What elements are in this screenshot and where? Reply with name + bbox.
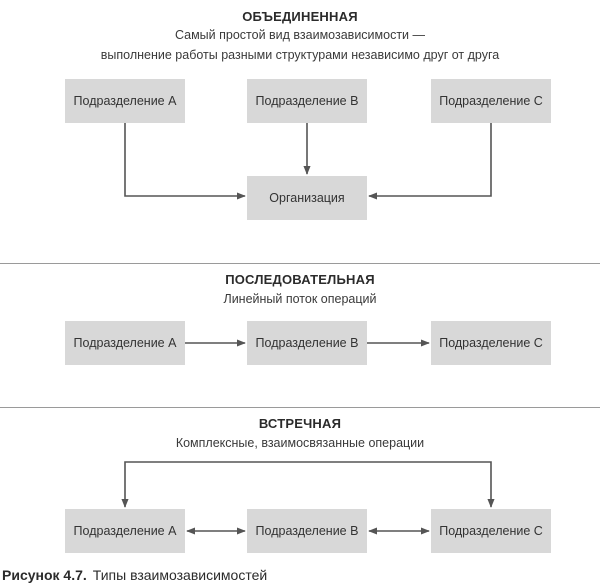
reciprocal-subtitle: Комплексные, взаимосвязанные операции [175,436,425,450]
sequential-unit-b-box: Подразделение B [247,321,367,365]
section-divider-2 [0,407,600,408]
pooled-unit-c-box: Подразделение C [431,79,551,123]
reciprocal-unit-b-box: Подразделение B [247,509,367,553]
pooled-unit-a-box: Подразделение А [65,79,185,123]
sequential-subtitle: Линейный поток операций [223,292,377,306]
organization-box: Организация [247,176,367,220]
reciprocal-unit-a-box: Подразделение А [65,509,185,553]
sequential-title: ПОСЛЕДОВАТЕЛЬНАЯ [225,272,375,287]
figure-number: Рисунок 4.7. [2,567,87,583]
pooled-unit-b-box: Подразделение B [247,79,367,123]
arrow-rec-a-c-loop [121,461,495,508]
sequential-unit-c-box: Подразделение C [431,321,551,365]
arrow-unit-a-to-organization [124,123,246,200]
pooled-title: ОБЪЕДИНЕННАЯ [242,9,358,24]
reciprocal-title: ВСТРЕЧНАЯ [258,416,342,431]
figure-caption-text: Типы взаимозависимостей [92,567,268,583]
reciprocal-unit-c-box: Подразделение C [431,509,551,553]
section-divider-1 [0,263,600,264]
sequential-unit-a-box: Подразделение А [65,321,185,365]
figure-caption: Рисунок 4.7. Типы взаимозависимостей [2,567,267,583]
pooled-subtitle-line1: Самый простой вид взаимозависимости — [174,28,426,42]
arrow-unit-c-to-organization [368,123,492,200]
pooled-subtitle-line2: выполнение работы разными структурами не… [100,48,500,62]
